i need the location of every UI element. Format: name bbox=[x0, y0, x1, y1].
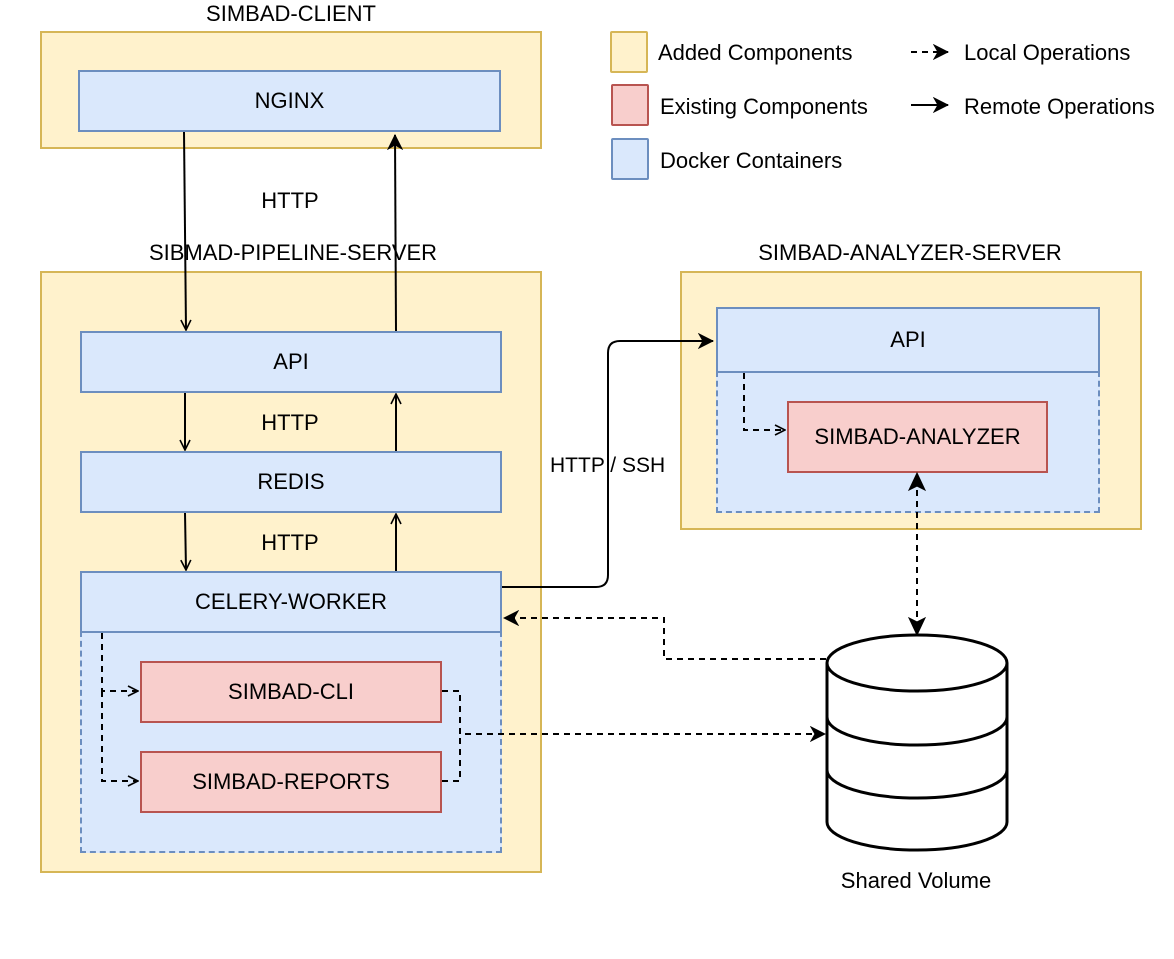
legend-added-label: Added Components bbox=[658, 40, 853, 65]
simbad-cli-component[interactable]: SIMBAD-CLI bbox=[140, 661, 442, 723]
legend-docker-swatch bbox=[611, 138, 649, 180]
simbad-analyzer-label: SIMBAD-ANALYZER bbox=[814, 424, 1021, 449]
simbad-cli-label: SIMBAD-CLI bbox=[228, 679, 354, 704]
analyzer-api-container[interactable]: API bbox=[716, 307, 1100, 373]
simbad-reports-label: SIMBAD-REPORTS bbox=[192, 769, 390, 794]
cli-to-volume-local-arrow bbox=[442, 690, 825, 734]
api-to-nginx-arrow bbox=[395, 135, 396, 332]
analyzer-api-label: API bbox=[890, 327, 926, 352]
volume-to-celery-local-arrow bbox=[504, 618, 826, 660]
pipeline-group-title: SIBMAD-PIPELINE-SERVER bbox=[148, 240, 438, 265]
analyzer-volume-arrowhead-up bbox=[907, 471, 927, 492]
simbad-reports-component[interactable]: SIMBAD-REPORTS bbox=[140, 751, 442, 813]
legend-remote-label: Remote Operations bbox=[964, 94, 1155, 119]
legend-local-label: Local Operations bbox=[964, 40, 1131, 65]
redis-to-celery-arrow bbox=[185, 512, 186, 570]
legend-existing-swatch bbox=[611, 84, 649, 126]
pipeline-api-container[interactable]: API bbox=[80, 331, 502, 393]
redis-label: REDIS bbox=[257, 469, 325, 494]
celery-worker-container[interactable]: CELERY-WORKER bbox=[80, 571, 502, 633]
pipeline-api-label: API bbox=[273, 349, 309, 374]
analyzer-group-title: SIMBAD-ANALYZER-SERVER bbox=[758, 240, 1062, 265]
reports-to-volume-local-arrow bbox=[442, 734, 461, 782]
celery-to-cli-local-arrow bbox=[101, 633, 138, 691]
celery-to-analyzer-api-arrow bbox=[502, 341, 713, 588]
nginx-container[interactable]: NGINX bbox=[78, 70, 501, 132]
edge-label-http-api-redis: HTTP bbox=[261, 410, 319, 435]
nginx-to-api-arrow bbox=[184, 131, 186, 330]
shared-volume-label: Shared Volume bbox=[840, 868, 992, 893]
legend-docker-label: Docker Containers bbox=[660, 148, 843, 173]
redis-container[interactable]: REDIS bbox=[80, 451, 502, 513]
legend-added-swatch bbox=[610, 31, 648, 73]
edge-label-http-redis-celery: HTTP bbox=[261, 530, 319, 555]
nginx-label: NGINX bbox=[254, 88, 325, 113]
legend-existing-label: Existing Components bbox=[660, 94, 868, 119]
analyzer-api-to-analyzer-local-arrow bbox=[743, 373, 785, 430]
celery-to-reports-local-arrow bbox=[101, 691, 138, 781]
analyzer-volume-arrowhead-down bbox=[907, 616, 927, 637]
edge-label-http-client: HTTP bbox=[261, 188, 319, 213]
client-group-title: SIMBAD-CLIENT bbox=[206, 1, 376, 26]
simbad-analyzer-component[interactable]: SIMBAD-ANALYZER bbox=[787, 401, 1048, 473]
celery-worker-label: CELERY-WORKER bbox=[195, 589, 387, 614]
shared-volume-database-icon bbox=[825, 633, 1009, 852]
